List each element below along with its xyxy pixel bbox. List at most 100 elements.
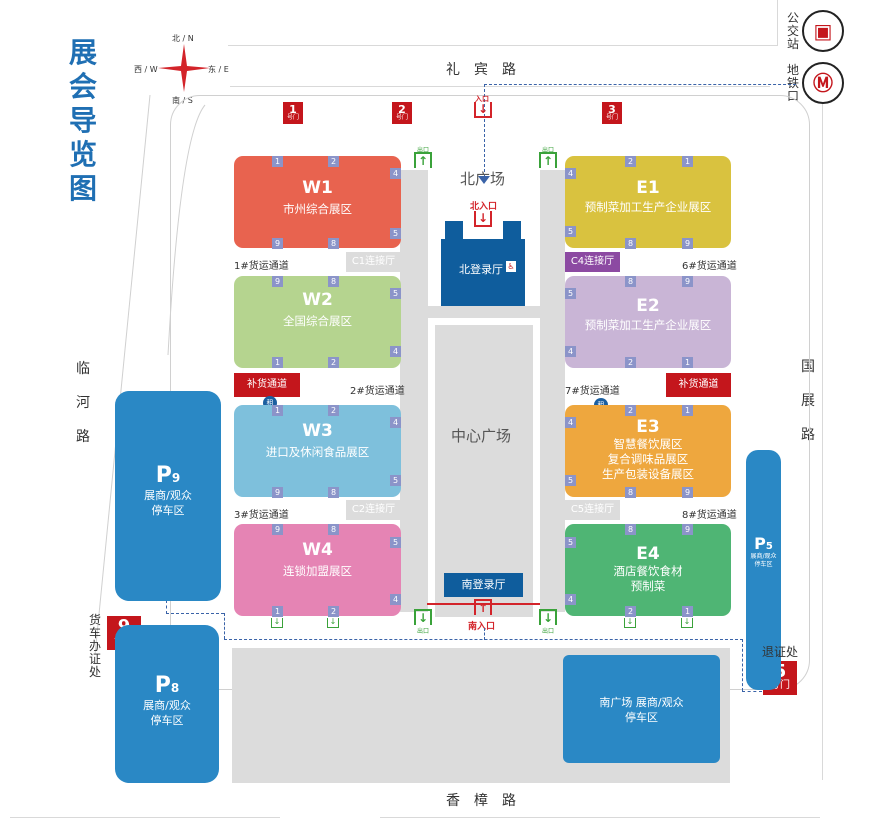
resupply-lane-east: 补货通道 <box>666 373 731 397</box>
south-route-h1 <box>166 613 224 614</box>
door[interactable]: 4 <box>390 417 401 428</box>
exit-icon[interactable]: ↓ <box>271 618 283 628</box>
hall-e3-desc-1: 智慧餐饮展区 <box>613 437 683 451</box>
south-route-v2 <box>224 613 225 639</box>
door[interactable]: 1 <box>272 405 283 416</box>
south-entry-icon[interactable]: ↑ <box>474 599 492 615</box>
door[interactable]: 9 <box>682 487 693 498</box>
door[interactable]: 5 <box>390 288 401 299</box>
door[interactable]: 4 <box>565 417 576 428</box>
exit-label: 出口 <box>416 147 429 154</box>
south-route-h3 <box>742 691 762 692</box>
door[interactable]: 1 <box>272 606 283 617</box>
door[interactable]: 9 <box>272 276 283 287</box>
door[interactable]: 5 <box>565 288 576 299</box>
door[interactable]: 5 <box>390 228 401 239</box>
north-registration-label: 北登录厅 <box>459 263 503 276</box>
hall-w1-desc: 市州综合展区 <box>283 202 352 216</box>
door[interactable]: 2 <box>328 405 339 416</box>
metro-icon[interactable]: Ⓜ <box>802 62 844 104</box>
door[interactable]: 2 <box>328 606 339 617</box>
hall-e2-name: E2 <box>636 296 660 316</box>
door[interactable]: 4 <box>390 168 401 179</box>
door[interactable]: 9 <box>272 238 283 249</box>
hall-w2[interactable]: W2 全国综合展区 <box>234 276 401 368</box>
exit-icon[interactable]: ↓ <box>539 609 557 625</box>
door[interactable]: 8 <box>625 276 636 287</box>
exit-icon[interactable]: ↓ <box>414 609 432 625</box>
door[interactable]: 4 <box>565 346 576 357</box>
connector-c4: C4连接厅 <box>565 252 620 272</box>
hall-e2[interactable]: E2 预制菜加工生产企业展区 <box>565 276 731 368</box>
door[interactable]: 8 <box>328 487 339 498</box>
door[interactable]: 5 <box>565 475 576 486</box>
bus-icon[interactable]: ▣ <box>802 10 844 52</box>
door[interactable]: 1 <box>682 405 693 416</box>
door[interactable]: 1 <box>682 156 693 167</box>
hall-w1[interactable]: W1 市州综合展区 <box>234 156 401 248</box>
door[interactable]: 8 <box>328 238 339 249</box>
door[interactable]: 5 <box>390 475 401 486</box>
top-entry-icon[interactable]: ↓ <box>474 102 492 118</box>
hall-w4[interactable]: W4 连锁加盟展区 <box>234 524 401 616</box>
center-plaza <box>435 325 533 617</box>
parking-south-plaza[interactable]: 南广场 展商/观众 停车区 <box>563 655 720 763</box>
door[interactable]: 5 <box>565 537 576 548</box>
door[interactable]: 2 <box>625 405 636 416</box>
road-edge-south-2 <box>380 817 820 818</box>
door[interactable]: 4 <box>390 594 401 605</box>
door[interactable]: 4 <box>565 594 576 605</box>
door[interactable]: 8 <box>625 524 636 535</box>
door[interactable]: 8 <box>625 238 636 249</box>
hall-e3[interactable]: E3 智慧餐饮展区 复合调味品展区 生产包装设备展区 <box>565 405 731 497</box>
corridor-east <box>540 170 565 612</box>
door[interactable]: 9 <box>682 238 693 249</box>
freight-lane-2: 2#货运通道 <box>350 386 405 397</box>
door[interactable]: 9 <box>272 487 283 498</box>
north-entry-label: 北入口 <box>470 202 498 212</box>
south-route-v3 <box>742 639 743 691</box>
door[interactable]: 8 <box>328 524 339 535</box>
door[interactable]: 1 <box>272 156 283 167</box>
hall-e4[interactable]: E4 酒店餐饮食材 预制菜 <box>565 524 731 616</box>
exit-icon[interactable]: ↑ <box>414 152 432 168</box>
door[interactable]: 4 <box>565 168 576 179</box>
compass-east: 东 / E <box>208 65 229 74</box>
door[interactable]: 9 <box>682 276 693 287</box>
door[interactable]: 1 <box>272 357 283 368</box>
door[interactable]: 1 <box>682 357 693 368</box>
exit-icon[interactable]: ↓ <box>681 618 693 628</box>
hall-e1[interactable]: E1 预制菜加工生产企业展区 <box>565 156 731 248</box>
door[interactable]: 8 <box>625 487 636 498</box>
hall-w3-desc: 进口及休闲食品展区 <box>265 445 370 459</box>
exit-icon[interactable]: ↑ <box>539 152 557 168</box>
north-entry-icon[interactable]: ↓ <box>474 211 492 227</box>
door[interactable]: 2 <box>328 156 339 167</box>
parking-p9[interactable]: P9 展商/观众 停车区 <box>115 391 221 601</box>
door[interactable]: 2 <box>625 606 636 617</box>
door[interactable]: 9 <box>272 524 283 535</box>
door[interactable]: 4 <box>390 346 401 357</box>
exit-icon[interactable]: ↓ <box>327 618 339 628</box>
exit-icon[interactable]: ↓ <box>624 618 636 628</box>
door[interactable]: 5 <box>565 226 576 237</box>
door[interactable]: 2 <box>625 156 636 167</box>
door[interactable]: 2 <box>328 357 339 368</box>
road-edge-south <box>10 817 280 818</box>
north-registration-hall: 北登录厅 ♿ <box>441 221 525 306</box>
door[interactable]: 1 <box>682 606 693 617</box>
door[interactable]: 5 <box>390 537 401 548</box>
door[interactable]: 2 <box>625 357 636 368</box>
road-north-label: 礼宾路 <box>446 62 530 78</box>
door[interactable]: 8 <box>328 276 339 287</box>
parking-p8[interactable]: P8 展商/观众 停车区 <box>115 625 219 783</box>
hall-w3[interactable]: W3 进口及休闲食品展区 <box>234 405 401 497</box>
compass-north: 北 / N <box>172 34 194 43</box>
hall-e1-desc: 预制菜加工生产企业展区 <box>584 200 712 214</box>
door[interactable]: 9 <box>682 524 693 535</box>
parking-p5[interactable]: P5 展商/观众 停车区 <box>746 450 781 690</box>
badge-return-office-label: 退证处 <box>762 645 799 659</box>
